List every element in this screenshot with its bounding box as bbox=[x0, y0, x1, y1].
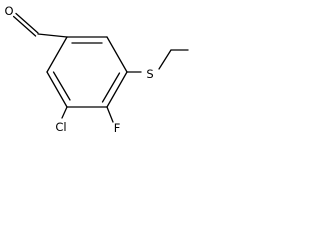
atom-labels: O S F Cl bbox=[4, 4, 153, 135]
bond-ring-f bbox=[106, 106, 114, 123]
atom-label-chlorine: Cl bbox=[55, 120, 66, 134]
atom-label-oxygen: O bbox=[4, 4, 13, 18]
atom-label-sulfur: S bbox=[146, 67, 153, 81]
ring-bond-c6-c1 bbox=[46, 36, 68, 73]
bond-aldehyde-c-o-double-1 bbox=[15, 12, 39, 34]
ring-double-c5-c6 bbox=[52, 71, 71, 101]
bond-s-methyl-1 bbox=[158, 49, 172, 70]
bonds bbox=[12, 12, 189, 123]
ring-double-c3-c4 bbox=[101, 72, 121, 103]
bond-aldehyde-c-ring bbox=[37, 33, 68, 38]
bond-ring-cl bbox=[61, 106, 68, 119]
atom-label-fluorine: F bbox=[114, 121, 121, 135]
structure-canvas: O S F Cl bbox=[4, 4, 189, 135]
ring-bond-c2-c3 bbox=[106, 36, 128, 73]
ring-bond-c3-c4 bbox=[106, 71, 128, 108]
ring-bond-c5-c6 bbox=[46, 71, 68, 108]
bond-aldehyde-c-o-double-2 bbox=[12, 15, 37, 37]
